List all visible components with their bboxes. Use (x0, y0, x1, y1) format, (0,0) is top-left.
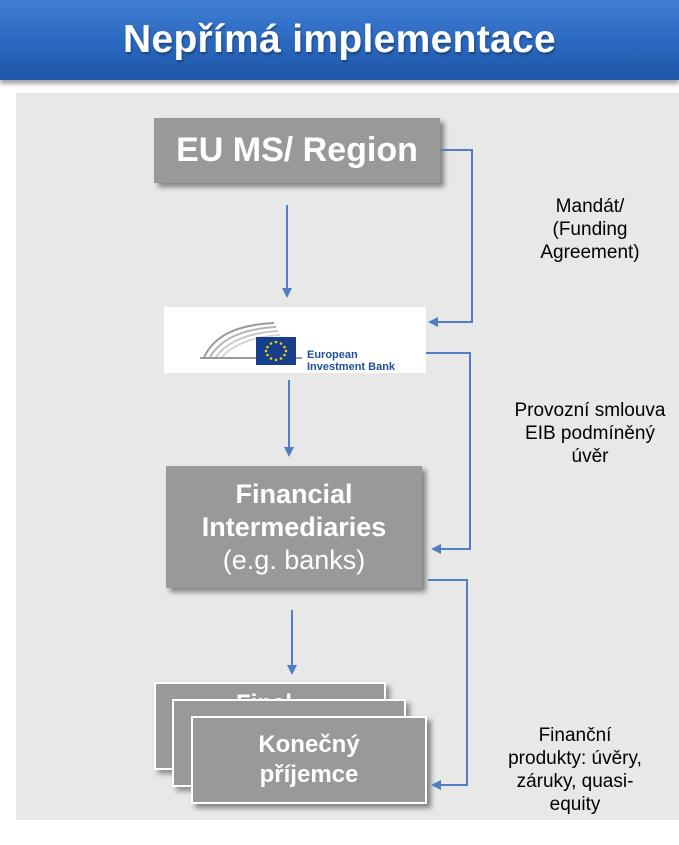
connector-operational (426, 352, 471, 554)
label-operational-agreement: Provozní smlouva EIB podmíněný úvěr (514, 400, 666, 467)
node-konecny-prijemce: Konečný příjemce (191, 716, 427, 804)
label-mandate: Mandát/ (Funding Agreement) (540, 196, 640, 263)
eib-logo-icon (200, 322, 302, 365)
node-eu-ms-region: EU MS/ Region (154, 118, 440, 183)
connector-products (428, 579, 468, 790)
eib-logo-text: European Investment Bank (307, 349, 396, 373)
node-financial-intermediaries: Financial Intermediaries (e.g. banks) (166, 466, 422, 588)
label-financial-products: Finanční produkty: úvěry, záruky, quasi-… (508, 725, 642, 815)
page-title: Nepřímá implementace (122, 18, 556, 61)
title-bar: Nepřímá implementace (0, 0, 679, 80)
node-eib-logo: European Investment Bank (164, 307, 426, 373)
connector-mandate (428, 149, 473, 327)
